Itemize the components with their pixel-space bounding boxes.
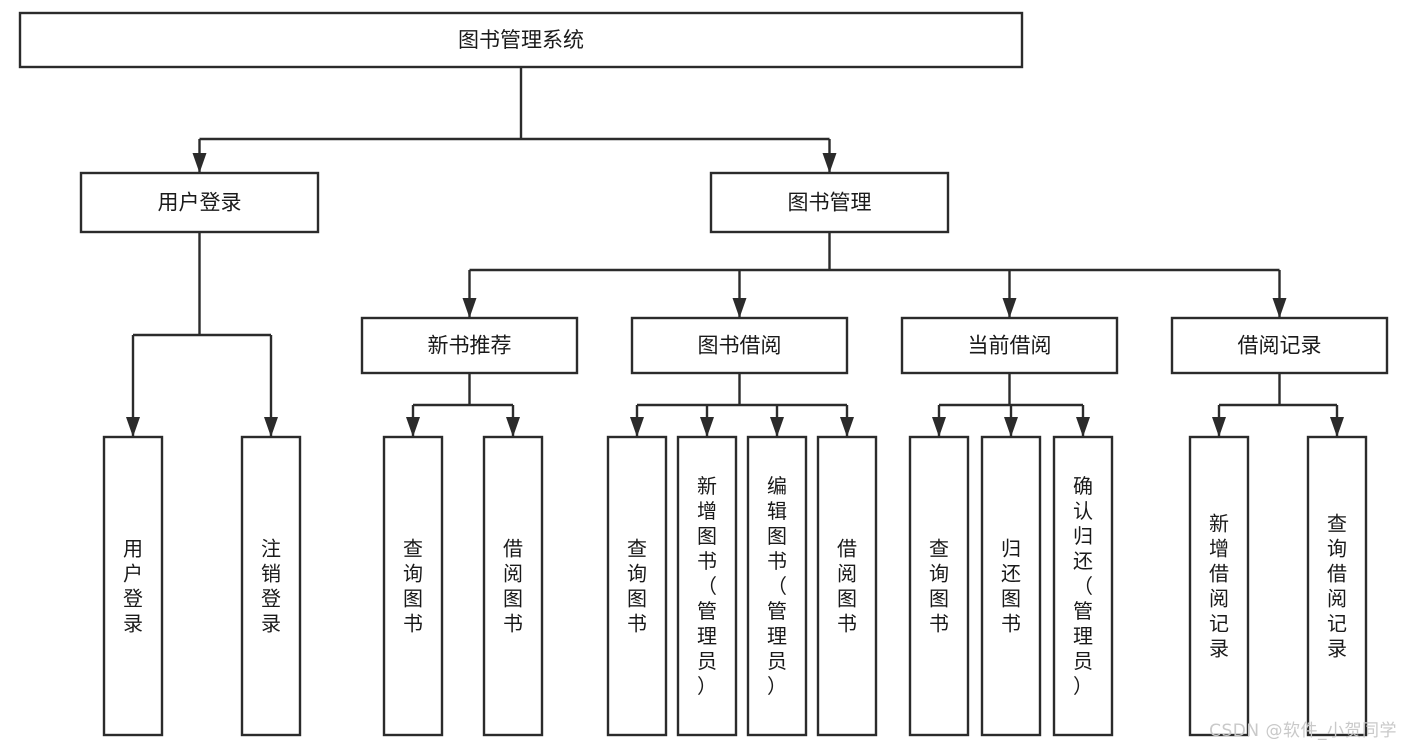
node-root[interactable] xyxy=(18,11,1024,69)
connector-group xyxy=(126,67,1344,437)
node-leaf-edit-book-label: 编辑图书（管理员） xyxy=(767,474,787,698)
node-leaf-return-book-label: 归还图书 xyxy=(1001,537,1021,636)
arrow-head-icon xyxy=(192,153,207,173)
node-book-management-label: 图书管理 xyxy=(788,191,872,215)
arrow-head-icon xyxy=(932,417,946,437)
watermark-label: CSDN @软件_小贺同学 xyxy=(1209,721,1397,741)
node-current-borrow-label: 当前借阅 xyxy=(968,334,1052,358)
node-current-borrow[interactable] xyxy=(900,316,1119,375)
node-leaf-borrow-book-1[interactable] xyxy=(482,435,544,737)
node-book-management[interactable] xyxy=(709,171,950,234)
node-leaf-query-book-3-label: 查询图书 xyxy=(929,537,949,636)
arrow-head-icon xyxy=(462,298,477,318)
node-group: 图书管理系统用户登录图书管理新书推荐图书借阅当前借阅借阅记录用户登录注销登录查询… xyxy=(18,11,1389,737)
node-leaf-edit-book[interactable] xyxy=(746,435,808,737)
arrow-head-icon xyxy=(264,417,278,437)
arrow-head-icon xyxy=(630,417,644,437)
node-leaf-logout-login[interactable] xyxy=(240,435,302,737)
node-leaf-borrow-book-1-label: 借阅图书 xyxy=(503,537,523,636)
arrow-head-icon xyxy=(1002,298,1017,318)
node-new-book-recommend-label: 新书推荐 xyxy=(428,334,512,358)
arrow-head-icon xyxy=(1076,417,1090,437)
arrow-head-icon xyxy=(506,417,520,437)
node-leaf-borrow-book-2[interactable] xyxy=(816,435,878,737)
arrow-head-icon xyxy=(732,298,747,318)
node-leaf-add-record[interactable] xyxy=(1188,435,1250,737)
node-leaf-query-book-1[interactable] xyxy=(382,435,444,737)
node-root-label: 图书管理系统 xyxy=(458,28,584,52)
node-book-borrow[interactable] xyxy=(630,316,849,375)
arrow-head-icon xyxy=(840,417,854,437)
node-leaf-user-login-label: 用户登录 xyxy=(123,537,143,636)
arrow-head-icon xyxy=(126,417,140,437)
node-borrow-record[interactable] xyxy=(1170,316,1389,375)
node-leaf-borrow-book-2-label: 借阅图书 xyxy=(837,537,857,636)
node-leaf-query-book-1-label: 查询图书 xyxy=(403,537,423,636)
node-leaf-user-login[interactable] xyxy=(102,435,164,737)
node-leaf-query-book-2-label: 查询图书 xyxy=(627,537,647,636)
node-leaf-add-book[interactable] xyxy=(676,435,738,737)
node-leaf-logout-login-label: 注销登录 xyxy=(261,537,281,636)
arrow-head-icon xyxy=(1272,298,1287,318)
arrow-head-icon xyxy=(770,417,784,437)
node-leaf-query-record[interactable] xyxy=(1306,435,1368,737)
node-leaf-query-book-2[interactable] xyxy=(606,435,668,737)
node-leaf-query-book-3[interactable] xyxy=(908,435,970,737)
node-leaf-confirm-return-label: 确认归还（管理员） xyxy=(1073,474,1093,698)
node-user-login[interactable] xyxy=(79,171,320,234)
node-leaf-return-book[interactable] xyxy=(980,435,1042,737)
node-leaf-query-record-label: 查询借阅记录 xyxy=(1327,512,1347,661)
arrow-head-icon xyxy=(406,417,420,437)
node-borrow-record-label: 借阅记录 xyxy=(1238,334,1322,358)
node-book-borrow-label: 图书借阅 xyxy=(698,334,782,358)
arrow-head-icon xyxy=(1212,417,1226,437)
node-leaf-add-record-label: 新增借阅记录 xyxy=(1209,512,1229,661)
node-user-login-label: 用户登录 xyxy=(158,191,242,215)
arrow-head-icon xyxy=(1330,417,1344,437)
arrow-head-icon xyxy=(1004,417,1018,437)
node-leaf-add-book-label: 新增图书（管理员） xyxy=(697,474,717,698)
node-leaf-confirm-return[interactable] xyxy=(1052,435,1114,737)
arrow-head-icon xyxy=(822,153,837,173)
node-new-book-recommend[interactable] xyxy=(360,316,579,375)
arrow-head-icon xyxy=(700,417,714,437)
